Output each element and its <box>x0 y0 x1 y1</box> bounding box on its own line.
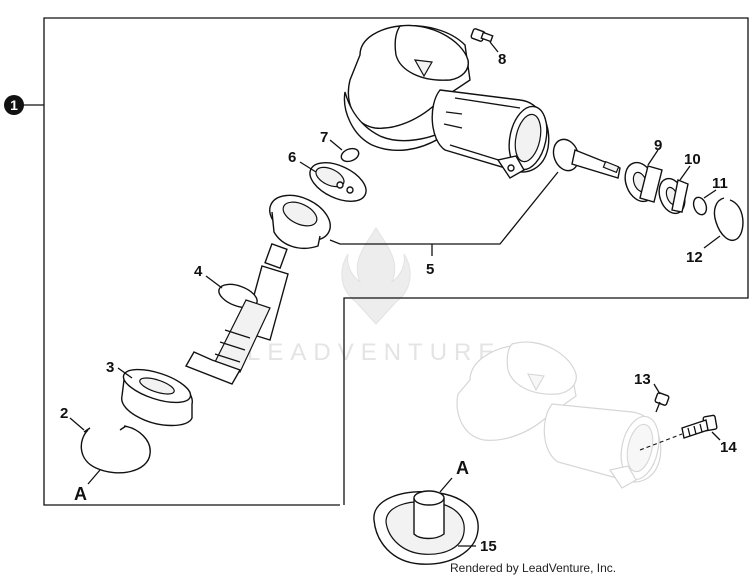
part-9-bearing <box>624 161 663 203</box>
callout-a-right: A <box>456 458 469 478</box>
ghost-housing <box>456 341 662 489</box>
callout-line-2 <box>69 417 85 431</box>
callout-6: 6 <box>288 149 296 166</box>
callout-14: 14 <box>720 439 737 456</box>
callout-line-11 <box>703 189 717 199</box>
watermark-flame-icon <box>341 227 411 325</box>
part-5-bevel-gear <box>269 194 331 250</box>
part-13-bolt <box>654 392 670 413</box>
part-10-bearing <box>658 177 689 215</box>
callout-line-a-left <box>87 469 101 485</box>
callout-line-14-dash <box>639 433 683 451</box>
part-14-bolt <box>681 414 718 439</box>
callout-line-5 <box>329 171 559 245</box>
callout-2: 2 <box>60 405 68 422</box>
callout-line-14 <box>711 431 721 441</box>
callout-line-8 <box>489 41 499 53</box>
callout-13: 13 <box>634 371 651 388</box>
callout-5: 5 <box>426 261 434 278</box>
callout-line-10 <box>679 165 691 181</box>
callout-4: 4 <box>194 263 203 280</box>
callout-12: 12 <box>686 249 703 266</box>
watermark-text: LEADVENTURE <box>247 339 501 366</box>
callout-line-3 <box>117 367 133 379</box>
part-7-snap-ring <box>340 147 360 163</box>
callout-line-a-right <box>439 477 453 493</box>
callout-11: 11 <box>712 175 728 192</box>
callout-15: 15 <box>480 538 497 555</box>
part-6-bearing <box>309 162 367 202</box>
part-2-circlip <box>80 425 151 474</box>
watermark: LEADVENTURE <box>247 227 501 366</box>
callout-line-12 <box>703 235 721 249</box>
callout-8: 8 <box>498 51 506 68</box>
callout-line-6 <box>299 161 317 173</box>
part-15-gear-cover <box>373 490 479 565</box>
callout-1-badge <box>4 95 24 115</box>
callout-3: 3 <box>106 359 114 376</box>
rendered-by-credit: Rendered by LeadVenture, Inc. <box>450 561 616 575</box>
part-11-snap-ring <box>692 196 708 216</box>
part-3-bearing <box>121 368 193 427</box>
callout-10: 10 <box>684 151 701 168</box>
gear-housing <box>343 24 550 179</box>
callout-1: 1 <box>10 97 18 113</box>
callout-7: 7 <box>320 129 328 146</box>
callout-line-4 <box>205 275 223 289</box>
callout-line-7 <box>329 139 343 151</box>
callout-line-13 <box>653 383 661 395</box>
callout-9: 9 <box>654 137 662 154</box>
callout-line-9 <box>647 149 659 166</box>
assembly-frame <box>43 17 749 506</box>
callout-a-left: A <box>74 484 87 504</box>
part-4-shaft <box>184 242 289 385</box>
pinion-gear <box>552 138 621 179</box>
part-8-bolt <box>470 28 494 43</box>
part-12-circlip <box>713 197 744 241</box>
